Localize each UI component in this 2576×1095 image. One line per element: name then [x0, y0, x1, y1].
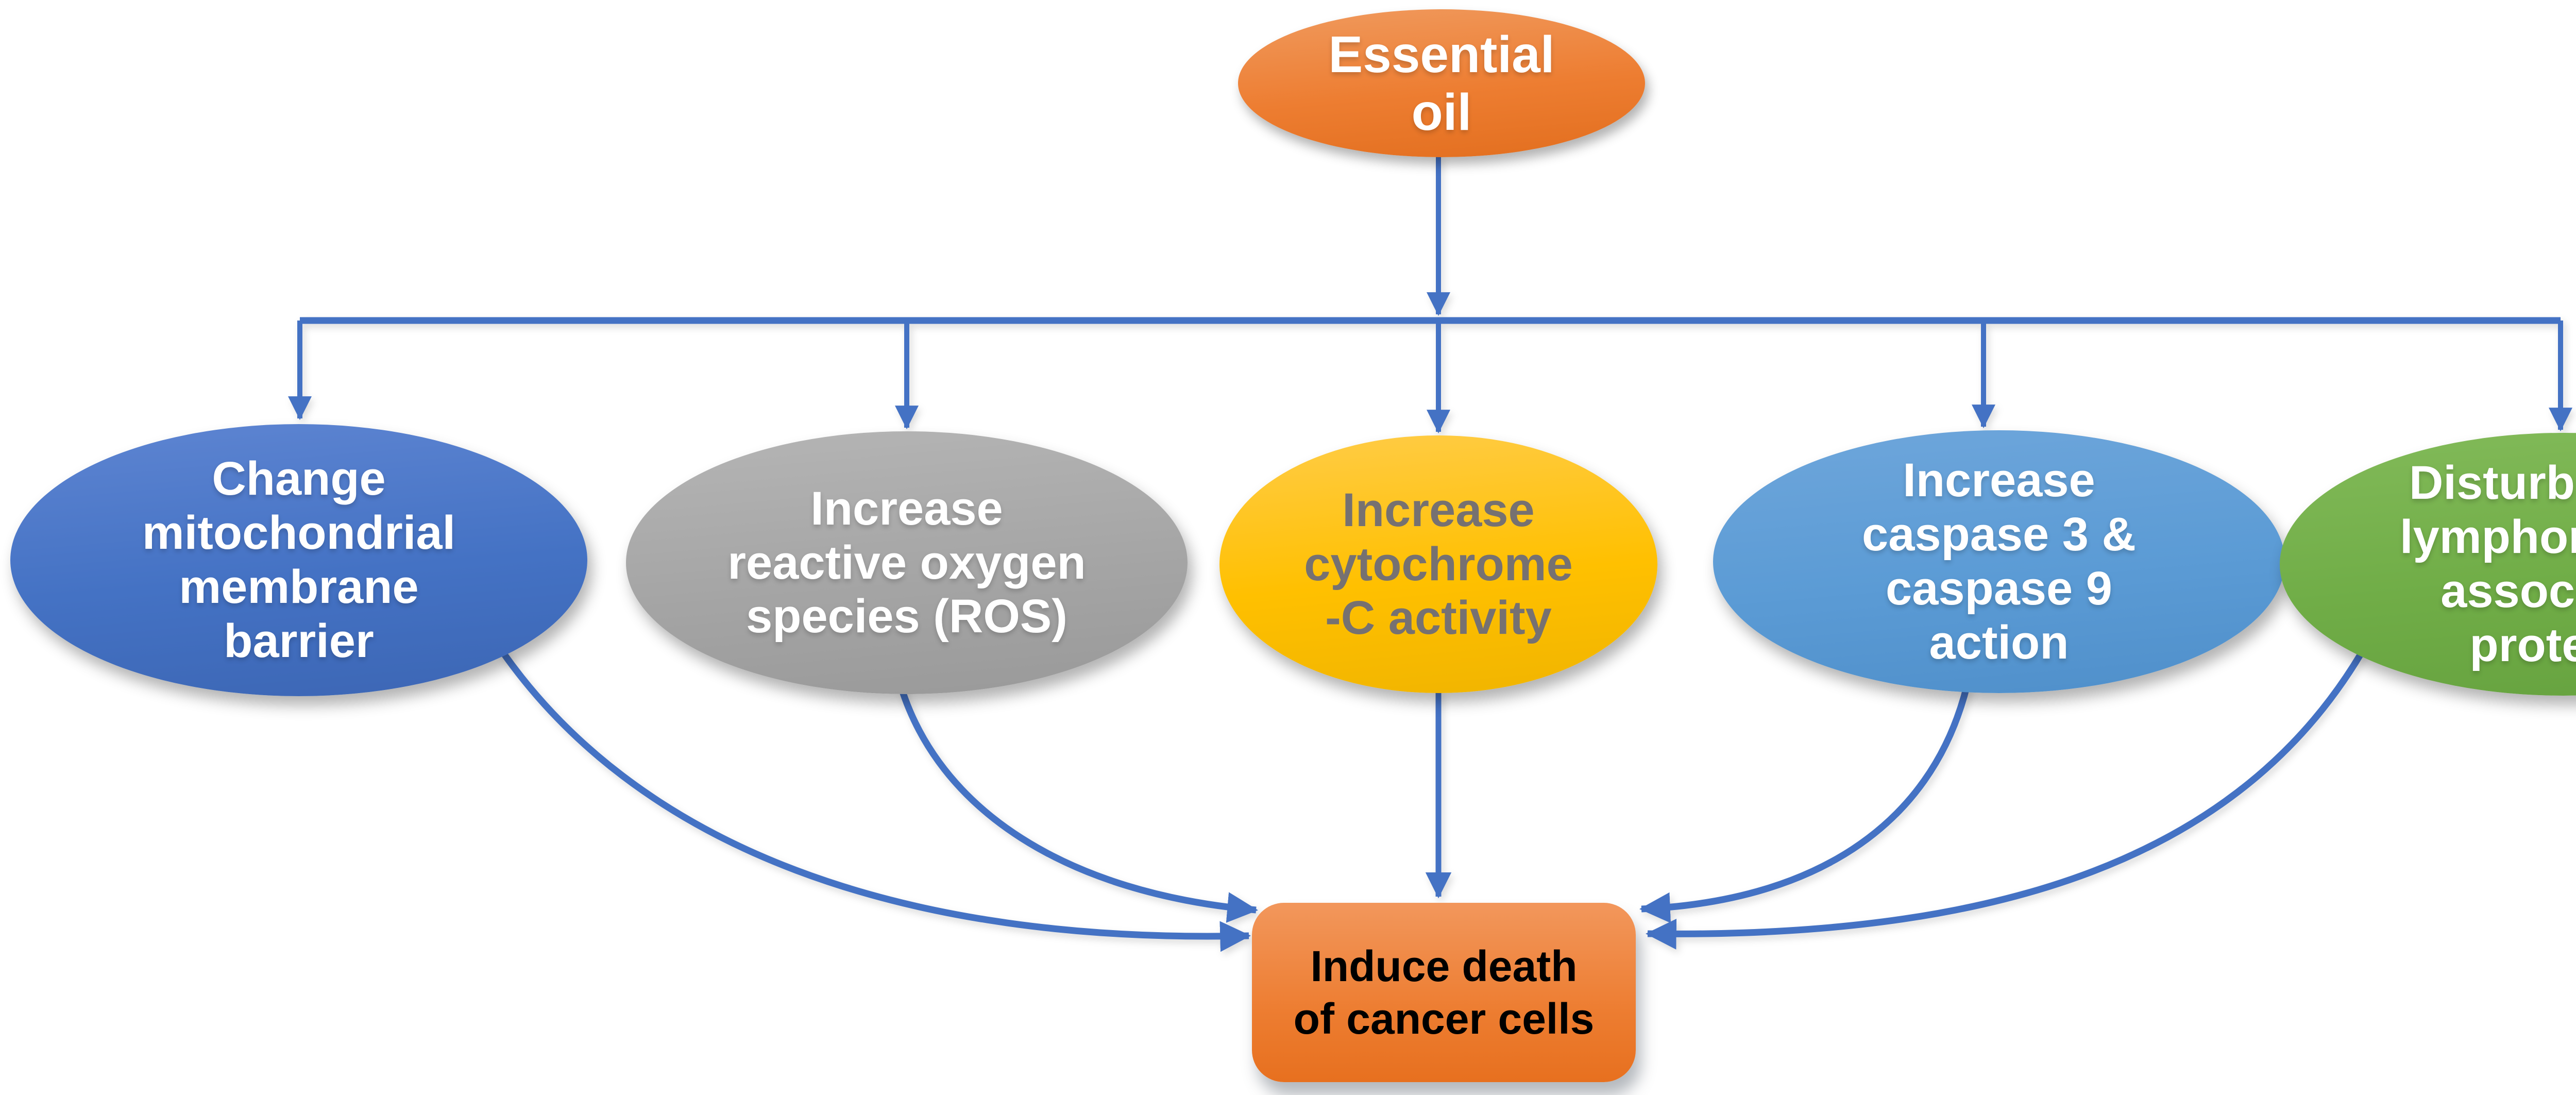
- node-disturb-bcl2-associated-proteins: Disturb B-cell lymphoma-2 & associated p…: [2280, 433, 2576, 696]
- curve-ros-to-outcome: [895, 679, 1258, 923]
- curve-membrane-to-outcome: [489, 634, 1251, 952]
- node-change-mitochondrial-membrane-barrier: Change mitochondrial membrane barrier: [10, 424, 587, 696]
- node-ros-label: Increase reactive oxygen species (ROS): [727, 482, 1086, 643]
- node-caspase-label: Increase caspase 3 & caspase 9 action: [1862, 454, 2136, 669]
- curve-caspase-to-outcome: [1639, 684, 1971, 923]
- node-induce-death-of-cancer-cells: Induce death of cancer cells: [1252, 903, 1636, 1082]
- node-increase-cytochrome-c-activity: Increase cytochrome -C activity: [1219, 435, 1657, 693]
- node-outcome-label: Induce death of cancer cells: [1293, 941, 1595, 1043]
- node-bcl2-label: Disturb B-cell lymphoma-2 & associated p…: [2400, 457, 2576, 671]
- node-membrane-label: Change mitochondrial membrane barrier: [142, 452, 456, 667]
- node-cytochrome-label: Increase cytochrome -C activity: [1304, 483, 1573, 645]
- curve-bcl2-to-outcome: [1646, 627, 2378, 950]
- node-increase-caspase-3-and-9-action: Increase caspase 3 & caspase 9 action: [1713, 430, 2285, 693]
- node-essential-oil-label: Essential oil: [1328, 25, 1555, 141]
- node-essential-oil: Essential oil: [1238, 9, 1645, 157]
- node-increase-reactive-oxygen-species: Increase reactive oxygen species (ROS): [626, 431, 1188, 694]
